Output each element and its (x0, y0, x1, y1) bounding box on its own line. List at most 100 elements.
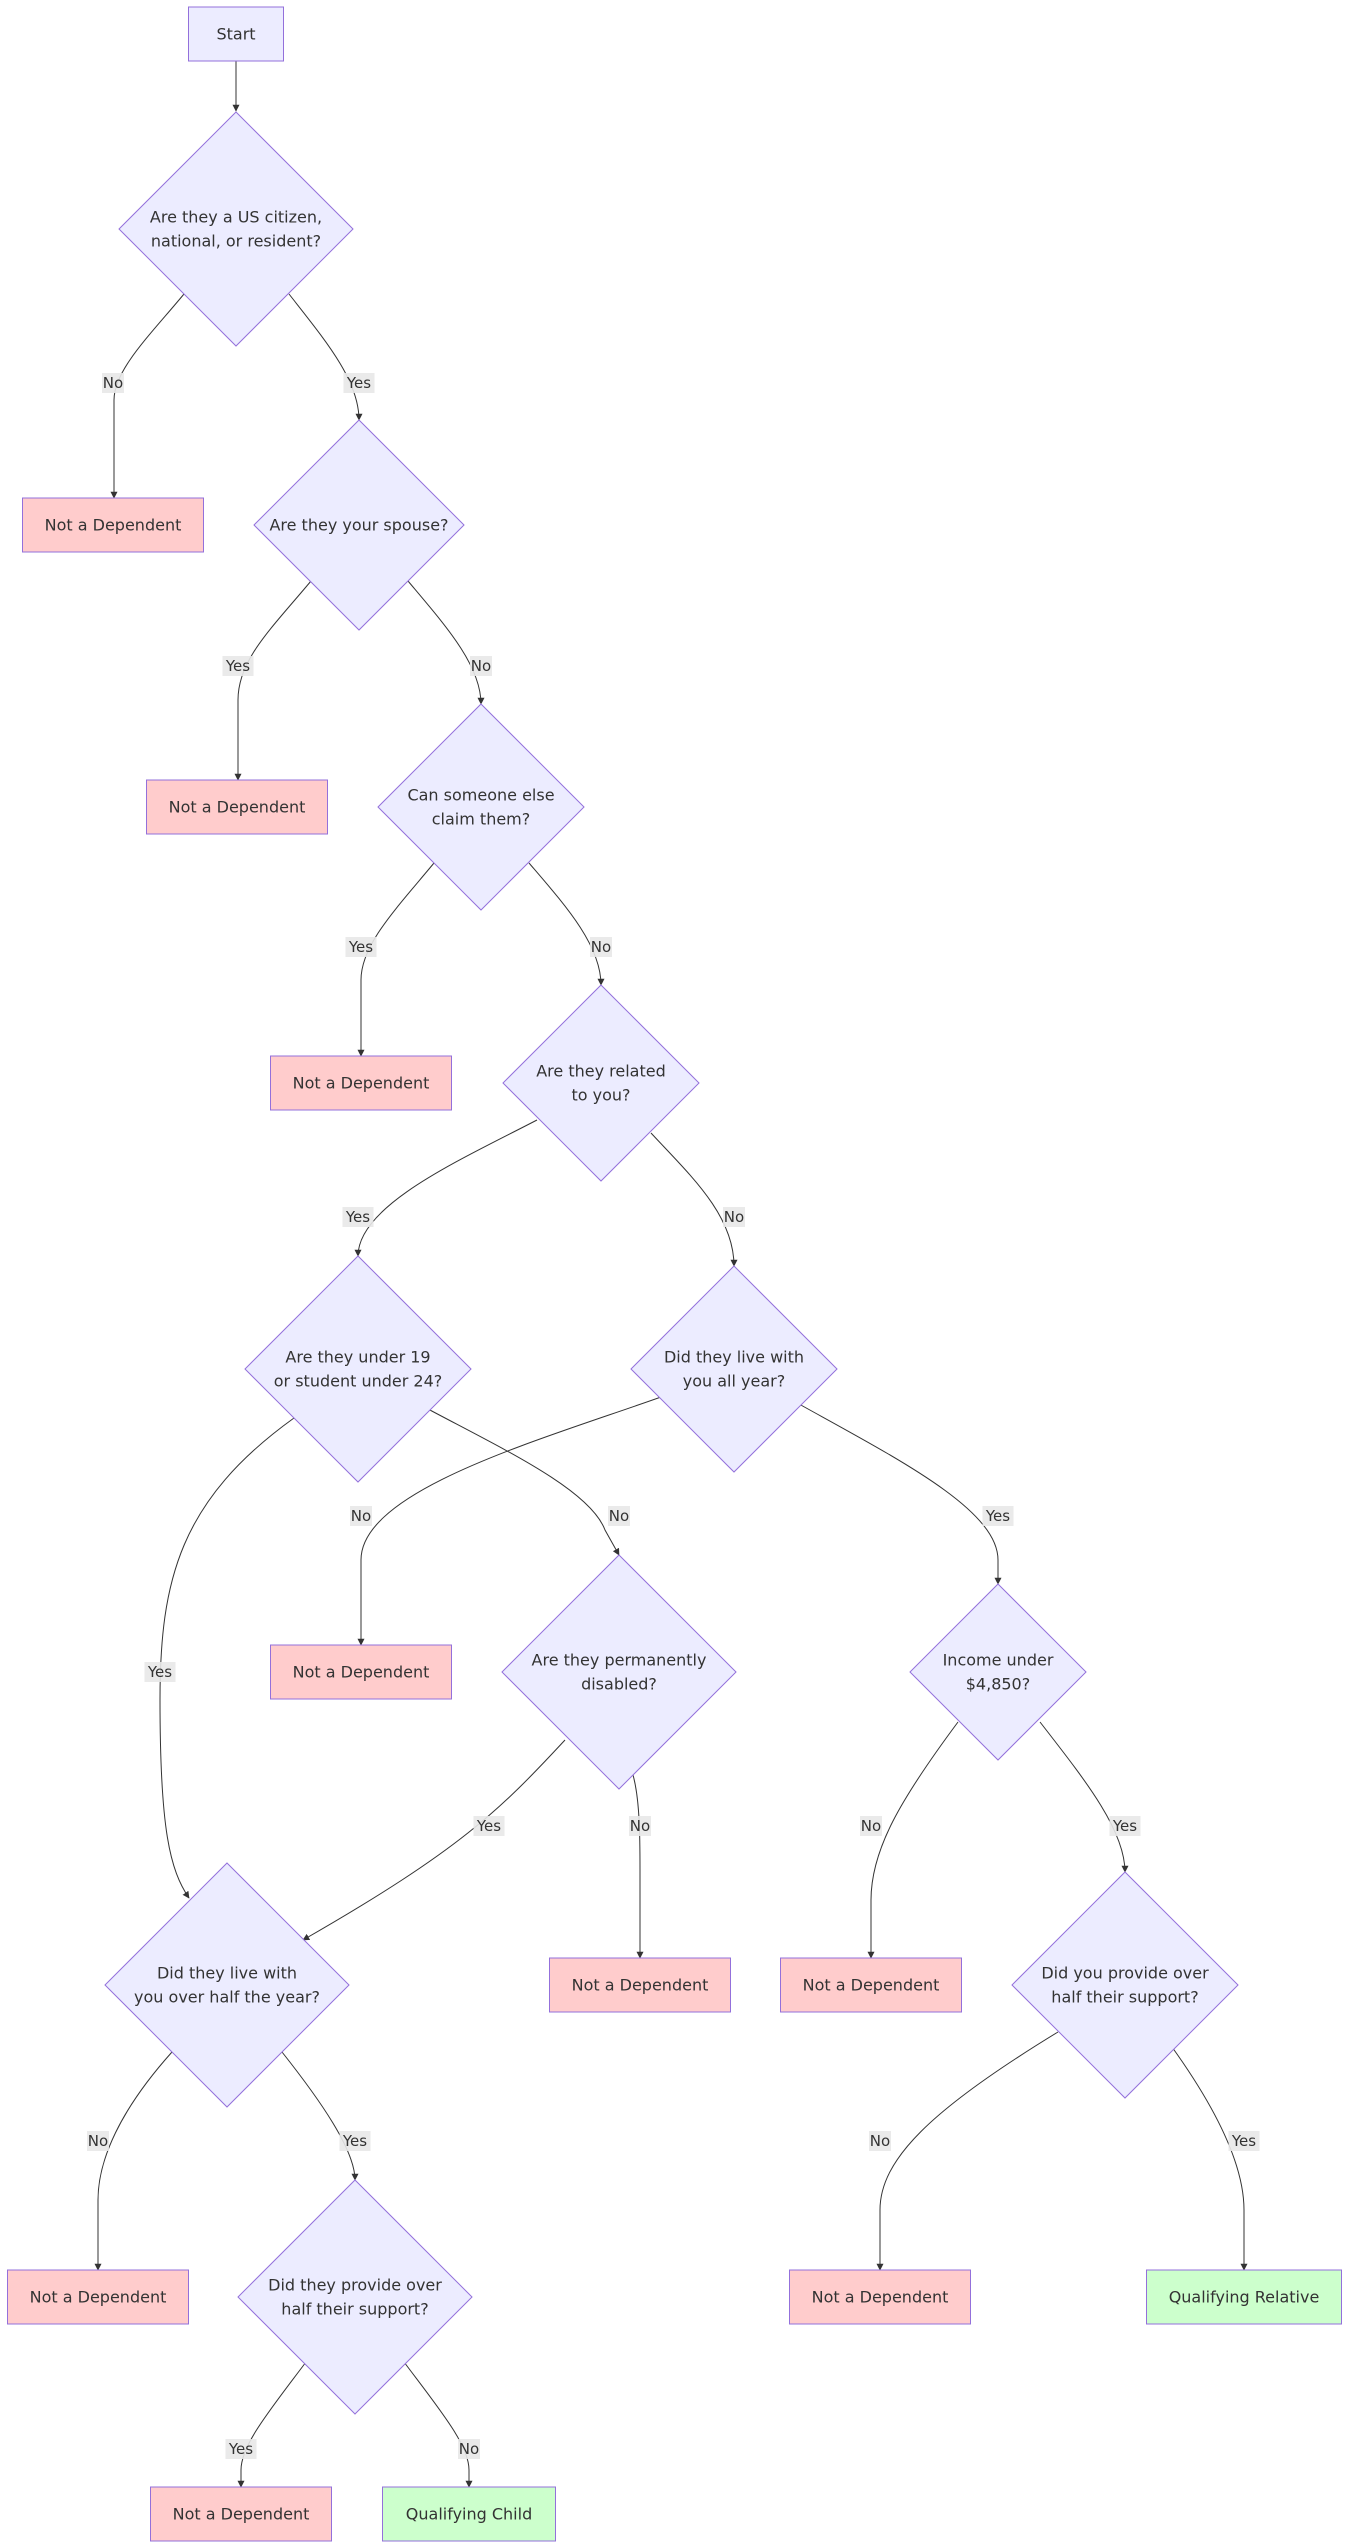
edge-label-related-yes-text: Yes (345, 1208, 370, 1226)
edge-label-live-half-yes-text: Yes (342, 2132, 367, 2150)
decision-income-text-1: Income under (943, 1651, 1054, 1670)
edge-lived-half-yes (281, 2051, 359, 2181)
edge-label-citizen-no-text: No (103, 374, 123, 392)
result-not-dependent-1-text: Not a Dependent (45, 516, 182, 535)
result-qualifying-child-text: Qualifying Child (406, 2505, 532, 2524)
edge-lived-all-year-yes (798, 1403, 1002, 1585)
decision-lived-all-year-text-1: Did they live with (664, 1348, 804, 1367)
edge-label-income-yes-bg (1109, 1816, 1141, 1836)
result-not-dependent-1-box (22, 497, 204, 553)
decision-us-citizen-shape (118, 111, 354, 347)
edge-label-claim-yes: Yes (345, 937, 377, 957)
result-not-dependent-7: Not a Dependent (7, 2269, 189, 2325)
decision-permanently-disabled-text-1: Are they permanently (532, 1651, 707, 1670)
result-not-dependent-6: Not a Dependent (780, 1957, 962, 2013)
edge-related-yes (354, 1119, 538, 1257)
edge-label-citizen-yes: Yes (343, 373, 375, 393)
edge-label-under19-yes-text: Yes (147, 1663, 172, 1681)
decision-income: Income under $4,850? (909, 1583, 1087, 1761)
decision-us-citizen-text-2: national, or resident? (151, 232, 321, 251)
edge-label-live-half-no-text: No (88, 2132, 108, 2150)
edge-label-related-yes: Yes (342, 1207, 374, 1227)
edge-under19-no (427, 1408, 620, 1556)
decision-age-student-text-1: Are they under 19 (285, 1348, 430, 1367)
edge-spouse-no (407, 580, 485, 705)
decision-income-shape (909, 1583, 1087, 1761)
decision-they-provided-support-text-1: Did they provide over (268, 2276, 442, 2295)
start-node: Start (188, 6, 284, 62)
edge-label-claim-no-bg (590, 937, 612, 957)
edge-label-you-support-yes: Yes (1228, 2131, 1260, 2151)
edge-label-spouse-no-text: No (471, 657, 491, 675)
result-qualifying-relative: Qualifying Relative (1146, 2269, 1342, 2325)
edge-citizen-yes (288, 293, 363, 421)
result-qualifying-relative-text: Qualifying Relative (1169, 2288, 1320, 2307)
edge-label-they-support-no: No (458, 2439, 480, 2459)
start-node-box (188, 6, 284, 62)
result-not-dependent-8-box (789, 2269, 971, 2325)
edge-label-disabled-no-bg (629, 1816, 651, 1836)
edge-label-disabled-yes-text: Yes (476, 1817, 501, 1835)
decision-lived-all-year-text-2: you all year? (683, 1372, 785, 1391)
result-not-dependent-2-box (146, 779, 328, 835)
decision-lived-half-year: Did they live with you over half the year… (104, 1862, 350, 2108)
edge-label-they-support-no-bg (458, 2439, 480, 2459)
edge-label-income-no-bg (860, 1816, 882, 1836)
decision-income-text-2: $4,850? (966, 1675, 1030, 1694)
result-not-dependent-9: Not a Dependent (150, 2486, 332, 2542)
decision-they-provided-support-text-2: half their support? (281, 2300, 428, 2319)
edge-label-spouse-no-bg (470, 656, 492, 676)
decision-age-student: Are they under 19 or student under 24? (244, 1255, 472, 1483)
edge-label-income-yes-text: Yes (1112, 1817, 1137, 1835)
result-not-dependent-5-box (549, 1957, 731, 2013)
result-not-dependent-6-text: Not a Dependent (803, 1976, 940, 1995)
result-not-dependent-7-text: Not a Dependent (30, 2288, 167, 2307)
decision-related-text-1: Are they related (536, 1062, 666, 1081)
decision-related-text-2: to you? (571, 1086, 630, 1105)
result-not-dependent-7-box (7, 2269, 189, 2325)
edge-income-no (867, 1721, 959, 1959)
edge-lived-all-year-no (357, 1396, 662, 1646)
result-not-dependent-9-box (150, 2486, 332, 2542)
decision-lived-all-year-shape (630, 1265, 838, 1473)
edge-label-disabled-yes: Yes (473, 1816, 505, 1836)
decision-lived-half-year-text-1: Did they live with (157, 1964, 297, 1983)
decision-us-citizen-text-1: Are they a US citizen, (150, 208, 322, 227)
decision-age-student-text-2: or student under 24? (274, 1372, 443, 1391)
result-qualifying-relative-box (1146, 2269, 1342, 2325)
result-not-dependent-8-text: Not a Dependent (812, 2288, 949, 2307)
edge-claim-no (528, 862, 605, 986)
decision-they-provided-support: Did they provide over half their support? (237, 2179, 473, 2415)
result-not-dependent-4-text: Not a Dependent (293, 1663, 430, 1682)
edge-label-citizen-no: No (102, 373, 124, 393)
edge-label-related-no-bg (723, 1207, 745, 1227)
edge-label-under19-yes: Yes (144, 1662, 176, 1682)
edge-label-citizen-yes-text: Yes (346, 374, 371, 392)
decision-claimed-by-other: Can someone else claim them? (377, 703, 585, 911)
decision-lived-half-year-text-2: you over half the year? (134, 1988, 320, 2007)
edge-label-spouse-no: No (470, 656, 492, 676)
edge-label-spouse-yes-text: Yes (225, 657, 250, 675)
decision-related: Are they related to you? (502, 984, 700, 1182)
decision-claimed-by-other-text-2: claim them? (432, 810, 531, 829)
result-not-dependent-3: Not a Dependent (270, 1055, 452, 1111)
decision-spouse-shape (253, 419, 465, 631)
edge-you-support-yes (1171, 2046, 1248, 2271)
result-not-dependent-6-box (780, 1957, 962, 2013)
result-not-dependent-2: Not a Dependent (146, 779, 328, 835)
edge-label-related-yes-bg (342, 1207, 374, 1227)
decision-spouse-text: Are they your spouse? (269, 516, 448, 535)
edge-label-income-no-text: No (861, 1817, 881, 1835)
decision-claimed-by-other-text-1: Can someone else (407, 786, 554, 805)
edge-label-disabled-yes-bg (473, 1816, 505, 1836)
decision-you-provided-support-text-2: half their support? (1051, 1988, 1198, 2007)
edge-label-related-no-text: No (724, 1208, 744, 1226)
edge-label-live-all-year-yes: Yes (982, 1506, 1014, 1526)
result-qualifying-child: Qualifying Child (382, 2486, 556, 2542)
decision-they-provided-support-shape (237, 2179, 473, 2415)
edge-label-live-all-year-yes-bg (982, 1506, 1014, 1526)
result-not-dependent-5-text: Not a Dependent (572, 1976, 709, 1995)
